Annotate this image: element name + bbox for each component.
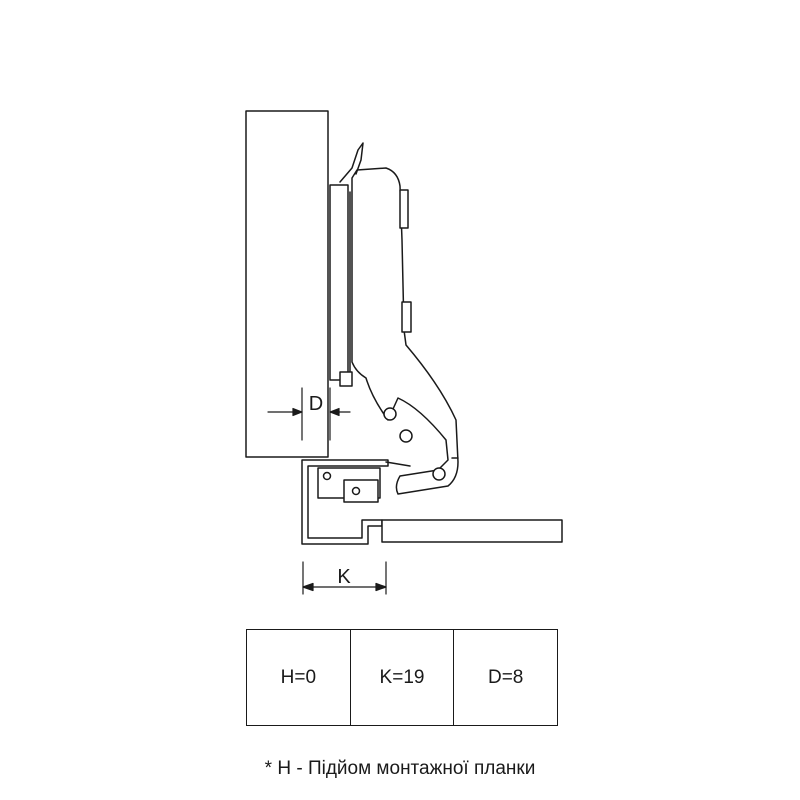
dimension-k [302, 561, 387, 595]
param-d-cell: D=8 [453, 630, 557, 725]
hinge-cup-plate [329, 184, 349, 381]
param-k-cell: K=19 [349, 630, 454, 725]
param-h-cell: H=0 [280, 666, 317, 688]
door-panel [245, 110, 329, 458]
dimension-k-label: K [337, 566, 351, 588]
parameter-table: H=0 K=19 D=8 [246, 629, 558, 726]
pivot-hole-3 [432, 467, 446, 481]
cabinet-side-panel [381, 519, 563, 543]
pivot-hole-2 [399, 429, 413, 443]
dimension-d [267, 387, 351, 441]
mounting-profile [301, 459, 389, 545]
arm-tab-top [399, 189, 409, 229]
arm-tab-mid [401, 301, 412, 333]
pivot-hole-1 [383, 407, 397, 421]
dimension-d-label: D [309, 393, 323, 415]
top-hook [339, 142, 364, 183]
footnote: * H - Підйом монтажної планки [264, 758, 536, 779]
mounting-block-inner [343, 479, 379, 503]
